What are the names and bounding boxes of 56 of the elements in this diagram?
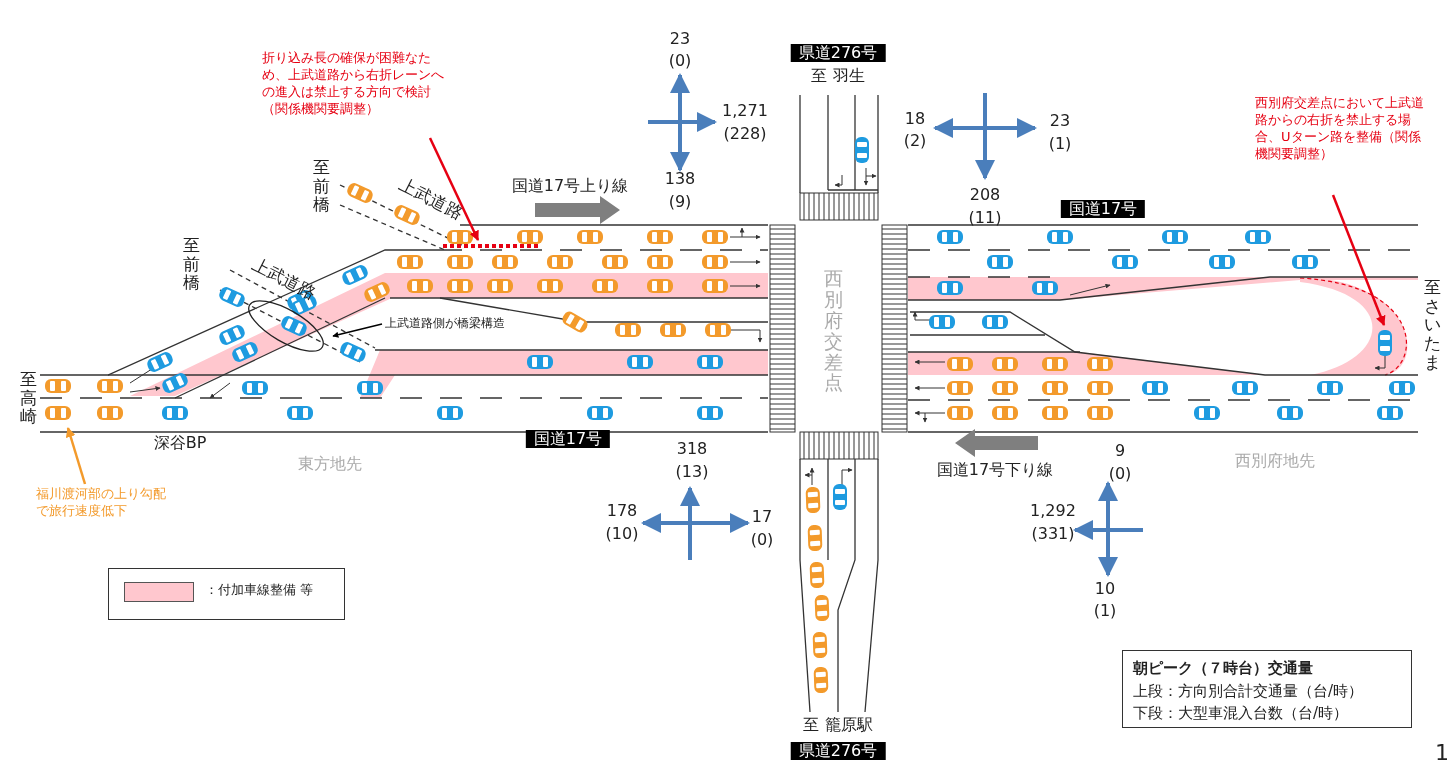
route-label: 国道17号 — [525, 430, 611, 449]
traffic-count: (9) — [668, 193, 692, 212]
dotted-line-mark — [443, 242, 541, 250]
traffic-count: 1,292 — [1030, 502, 1076, 521]
traffic-count: (0) — [750, 531, 774, 550]
legend-text: 下段：大型車混入台数（台/時） — [1133, 705, 1349, 723]
traffic-count: (1) — [1093, 602, 1117, 621]
traffic-count: (11) — [968, 209, 1002, 228]
area-label: 西別府地先 — [1235, 452, 1315, 471]
annotation-note: 上武道路側が橋梁構造 — [385, 316, 535, 332]
legend-text: 上段：方向別合計交通量（台/時） — [1133, 683, 1364, 701]
annotation-note: 西別府交差点において上武道路からの右折を禁止する場合、Uターン路を整備（関係機関要調整） — [1255, 95, 1425, 163]
traffic-count: 1,271 — [722, 102, 768, 121]
traffic-count: (10) — [605, 525, 639, 544]
destination-label: 至 羽生 — [811, 67, 865, 86]
traffic-count: 178 — [606, 502, 638, 521]
destination-label: 国道17号上り線 — [511, 177, 629, 196]
traffic-count: (228) — [723, 125, 767, 144]
annotation-note: 折り込み長の確保が困難なため、上武道路から右折レーンへの進入は禁止する方向で検討（関係機関要調整） — [262, 50, 444, 118]
destination-label: 深谷BP — [153, 434, 207, 453]
traffic-count: 18 — [904, 110, 926, 129]
leader-line — [65, 427, 87, 485]
traffic-count: 138 — [664, 170, 696, 189]
destination-label: 至高崎 — [20, 370, 37, 427]
route-label: 国道17号 — [1060, 200, 1146, 219]
legend-text: 朝ピーク（７時台）交通量 — [1133, 660, 1313, 678]
destination-label: 国道17号下り線 — [936, 461, 1054, 480]
traffic-count: (13) — [675, 463, 709, 482]
traffic-count: (2) — [903, 132, 927, 151]
destination-label: 至 籠原駅 — [803, 716, 873, 735]
destination-label: 至前橋 — [183, 236, 200, 293]
annotation-note: 福川渡河部の上り勾配で旅行速度低下 — [36, 486, 171, 520]
traffic-count: (0) — [1108, 465, 1132, 484]
traffic-count: 318 — [676, 440, 708, 459]
area-label: 東方地先 — [298, 455, 362, 474]
destination-label: 至さいたま — [1424, 278, 1441, 372]
traffic-count: (331) — [1031, 525, 1075, 544]
intersection-name: 西別府交差点 — [823, 268, 843, 394]
leader-line — [1331, 194, 1386, 326]
traffic-count: (1) — [1048, 135, 1072, 154]
leader-line — [428, 137, 480, 241]
traffic-count: 23 — [1049, 112, 1071, 131]
page-number: 1 — [1435, 740, 1449, 766]
destination-label: 至前橋 — [313, 158, 330, 215]
road-name-label: 上武道路 — [396, 175, 466, 224]
leader-line — [332, 323, 383, 338]
traffic-count: 23 — [669, 30, 691, 49]
traffic-count: 208 — [969, 186, 1001, 205]
route-label: 県道276号 — [790, 742, 886, 761]
traffic-count: (0) — [668, 52, 692, 71]
route-label: 県道276号 — [790, 44, 886, 63]
traffic-count: 9 — [1114, 442, 1126, 461]
road-name-label: 上武道路 — [249, 255, 319, 304]
legend-text: ：付加車線整備 等 — [205, 583, 314, 598]
traffic-count: 10 — [1094, 580, 1116, 599]
traffic-count: 17 — [751, 508, 773, 527]
